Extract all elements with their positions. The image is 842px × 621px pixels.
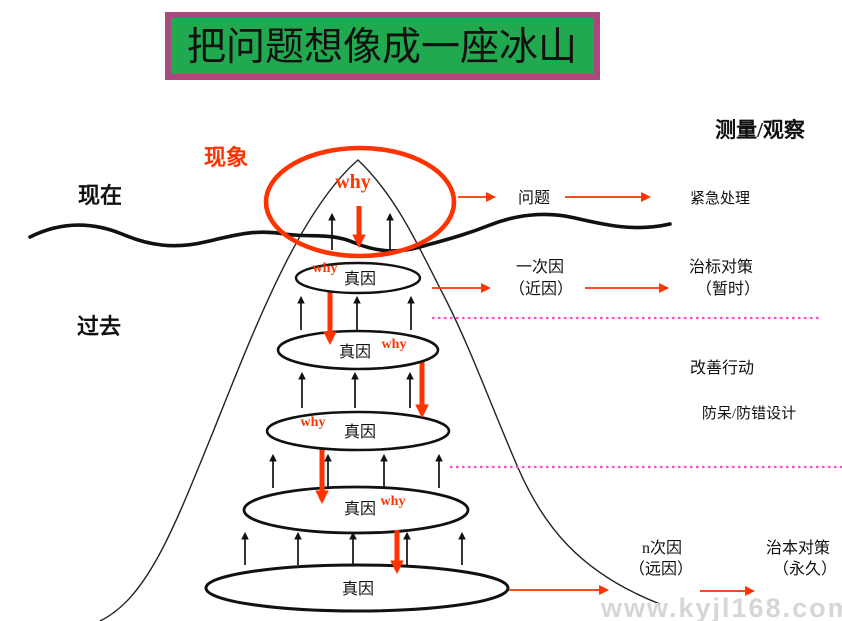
measure-observe-label: 测量/观察 [715,118,806,142]
slide-title: 把问题想像成一座冰山 [187,26,577,69]
now-label: 现在 [78,183,122,208]
urgent-action-label: 紧急处理 [690,190,750,207]
cause-label-5: 真因 [342,580,374,598]
cause-label-1: 真因 [344,270,376,288]
nth-cause-line1: n次因 [642,539,682,557]
cause-label-4: 真因 [344,500,376,518]
mistake-proofing-label: 防呆/防错设计 [702,405,796,422]
waterline [28,212,672,253]
why-label-2: why [382,337,407,352]
cause-label-3: 真因 [344,423,376,441]
cause-ellipse-4 [242,485,470,535]
cause-ellipse-3 [265,410,451,452]
cause-ellipse-1 [294,261,422,295]
why-label-4: why [381,494,406,509]
symptomatic-line2: （暂时） [696,280,760,298]
up-arrow-group [241,212,466,565]
nth-cause-line2: （远因） [629,560,693,578]
phenomenon-label: 现象 [204,145,248,170]
iceberg-outline [99,159,661,621]
phenomenon-ellipse [263,145,457,259]
permanent-line2: （永久） [773,560,837,578]
why-label-1: why [313,261,338,276]
cause-ellipse-2 [276,329,440,371]
first-cause-line2: （近因） [509,280,573,298]
first-cause-line1: 一次因 [516,258,564,276]
watermark: www.kyjl168.com [600,593,842,621]
symptomatic-line1: 治标对策 [689,258,753,276]
problem-label: 问题 [518,189,550,207]
past-label: 过去 [77,314,121,339]
why-label-top: why [335,171,371,193]
title-box [165,12,600,80]
permanent-line1: 治本对策 [766,539,830,557]
cause-ellipse-5 [204,563,510,613]
cause-label-2: 真因 [339,343,371,361]
improvement-label: 改善行动 [690,359,754,377]
why-label-3: why [301,415,326,430]
